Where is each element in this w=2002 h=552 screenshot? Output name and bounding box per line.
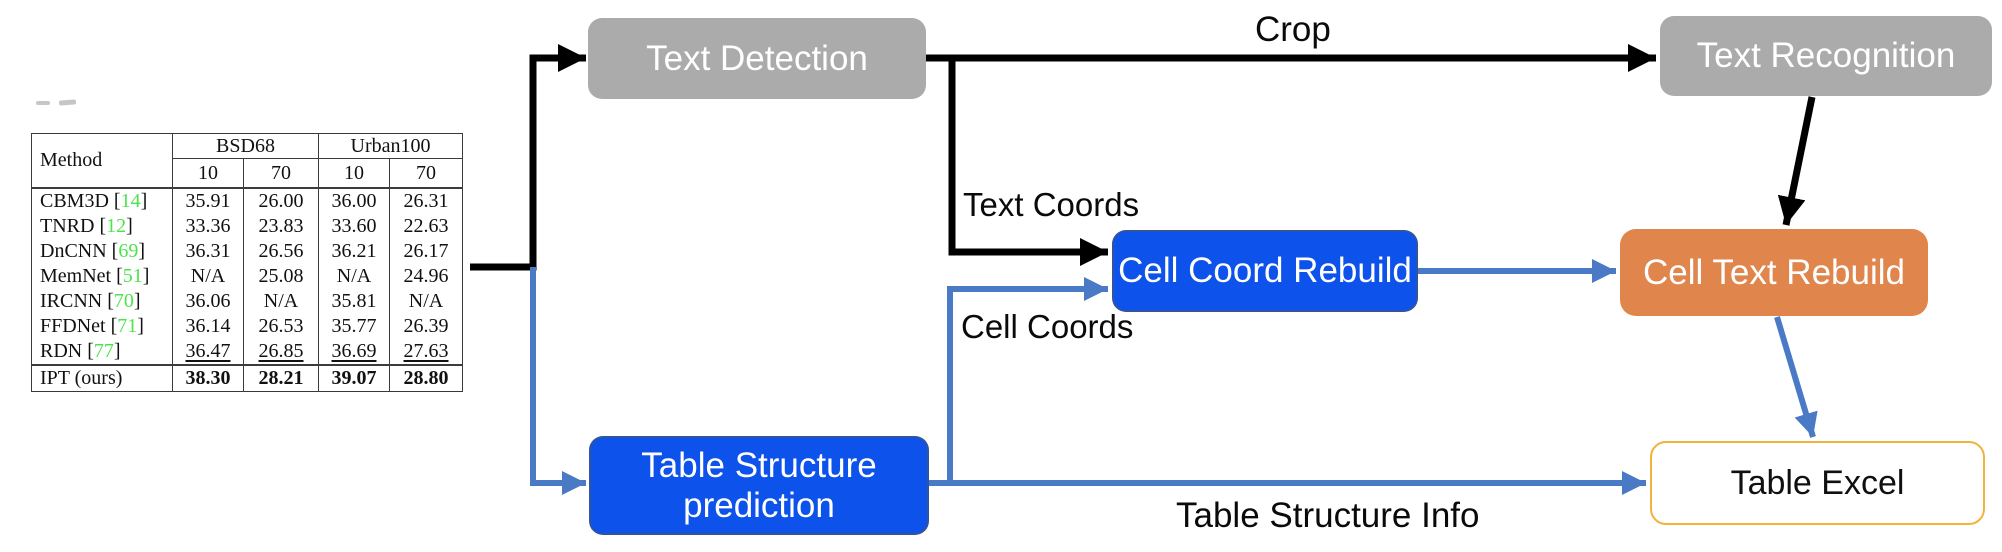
value-cell: 26.39	[389, 314, 463, 339]
value-cell: 33.36	[172, 214, 244, 239]
table-structure-prediction-label: Table Structure prediction	[641, 446, 877, 525]
value-cell: 36.47	[172, 339, 244, 365]
crop-label: Crop	[1255, 10, 1331, 49]
value-cell: N/A	[389, 289, 463, 314]
text-recognition-label: Text Recognition	[1696, 36, 1956, 76]
table-excel-box: Table Excel	[1650, 441, 1985, 525]
results-table-header: Method BSD68 Urban100 10 70 10 70	[31, 133, 463, 189]
value-cell: 26.31	[389, 188, 463, 214]
citation-number: 51	[122, 265, 143, 287]
value-cell: N/A	[243, 289, 319, 314]
arrow-text-rebuild-to-excel	[1774, 316, 1818, 438]
value-cell: 27.63	[389, 339, 463, 365]
citation-number: 70	[113, 290, 134, 312]
method-cell: MemNet [51]	[31, 264, 173, 289]
value-cell: 35.91	[172, 188, 244, 214]
value-cell: 36.21	[318, 239, 390, 264]
value-cell: 33.60	[318, 214, 390, 239]
table-structure-prediction-box: Table Structure prediction	[589, 436, 929, 535]
value-cell: N/A	[318, 264, 390, 289]
method-cell: IPT (ours)	[31, 365, 173, 392]
arrow-table-to-text-detection	[470, 44, 586, 271]
method-cell: RDN [77]	[31, 339, 173, 365]
value-cell: 26.56	[243, 239, 319, 264]
value-cell: 26.00	[243, 188, 319, 214]
value-cell: 39.07	[318, 365, 390, 392]
cell-coords-label: Cell Coords	[961, 308, 1134, 345]
cell-text-rebuild-box: Cell Text Rebuild	[1620, 229, 1928, 316]
value-cell: 36.00	[318, 188, 390, 214]
cell-coord-rebuild-label: Cell Coord Rebuild	[1118, 251, 1412, 291]
citation-number: 69	[118, 240, 139, 262]
value-cell: 26.17	[389, 239, 463, 264]
arrow-table-to-structure-prediction	[530, 267, 586, 495]
value-cell: 25.08	[243, 264, 319, 289]
method-cell: DnCNN [69]	[31, 239, 173, 264]
table-structure-info-label: Table Structure Info	[1176, 496, 1480, 535]
value-cell: 35.81	[318, 289, 390, 314]
citation-number: 12	[106, 215, 127, 237]
value-cell: 35.77	[318, 314, 390, 339]
method-cell: CBM3D [14]	[31, 188, 173, 214]
cell-coord-rebuild-box: Cell Coord Rebuild	[1112, 230, 1418, 312]
text-detection-box: Text Detection	[588, 18, 926, 99]
citation-number: 71	[117, 315, 138, 337]
text-detection-label: Text Detection	[646, 38, 868, 78]
value-cell: 36.69	[318, 339, 390, 365]
value-cell: 23.83	[243, 214, 319, 239]
value-cell: N/A	[172, 264, 244, 289]
value-cell: 36.31	[172, 239, 244, 264]
method-cell: FFDNet [71]	[31, 314, 173, 339]
stray-mark	[36, 101, 50, 105]
value-cell: 36.14	[172, 314, 244, 339]
stray-mark	[58, 99, 77, 106]
value-cell: 24.96	[389, 264, 463, 289]
arrow-recognition-to-text-rebuild	[1777, 96, 1816, 226]
method-cell: TNRD [12]	[31, 214, 173, 239]
value-cell: 36.06	[172, 289, 244, 314]
header-sub: 70	[389, 158, 463, 189]
citation-number: 77	[93, 340, 114, 362]
results-table: Method BSD68 Urban100 10 70 10 70 CBM3D …	[31, 133, 463, 392]
value-cell: 28.80	[389, 365, 463, 392]
header-sub: 10	[172, 158, 244, 189]
value-cell: 26.53	[243, 314, 319, 339]
value-cell: 26.85	[243, 339, 319, 365]
table-excel-label: Table Excel	[1730, 463, 1905, 502]
text-recognition-box: Text Recognition	[1660, 16, 1992, 96]
method-cell: IRCNN [70]	[31, 289, 173, 314]
cell-text-rebuild-label: Cell Text Rebuild	[1643, 252, 1905, 292]
text-coords-label: Text Coords	[963, 186, 1140, 223]
header-group-urban100: Urban100	[318, 133, 463, 159]
value-cell: 28.21	[243, 365, 319, 392]
value-cell: 22.63	[389, 214, 463, 239]
citation-number: 14	[120, 190, 141, 212]
header-sub: 70	[243, 158, 319, 189]
header-group-bsd68: BSD68	[172, 133, 319, 159]
value-cell: 38.30	[172, 365, 244, 392]
header-method: Method	[31, 133, 173, 189]
header-sub: 10	[318, 158, 390, 189]
